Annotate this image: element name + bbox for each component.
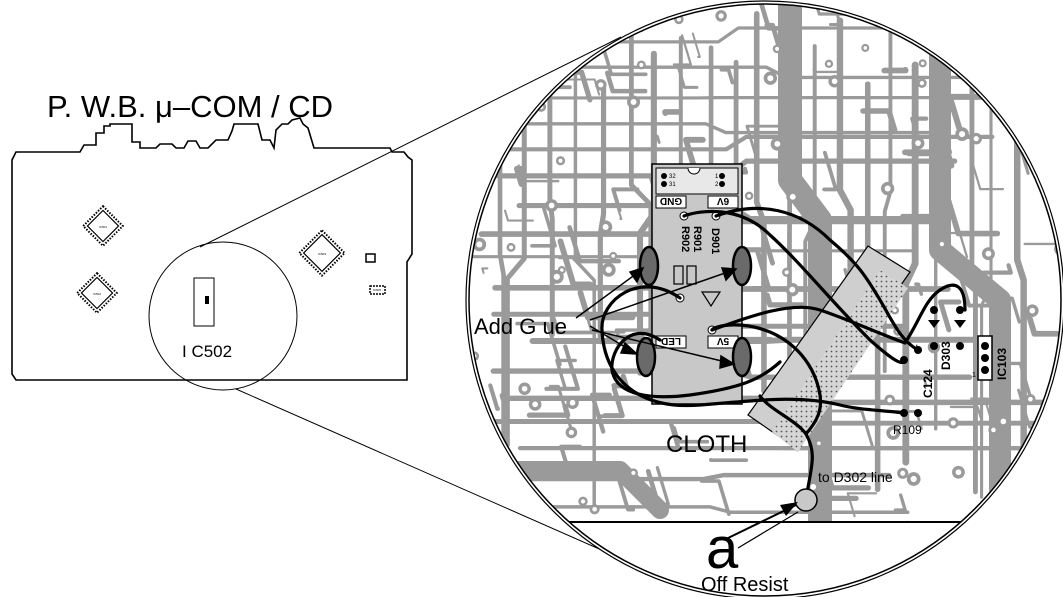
board-outline [11,117,413,381]
chip-ic503-label: IC503 [318,252,326,256]
pad-led: LED [661,335,681,346]
label-off-resist: Off Resist [701,574,789,596]
chip-ic505 [369,285,386,295]
glue-dot [635,336,657,378]
ic-main-label: I C502 [182,342,232,361]
callout-letter: a [706,516,739,581]
wires [600,206,967,502]
sensor-module: 32 31 1 2 GND 6V LED 5V D901 R901 R902 [651,163,743,405]
glue-dot [731,336,753,378]
right-components: D303 C124 + 1 IC103 R109 [893,306,1009,437]
board-view: P. W.B. μ–COM / CD IC501 IC502 IC503 IC5… [11,36,682,586]
glue-dots [635,245,753,378]
label-r902: R902 [679,226,691,252]
cloth-tape [747,245,911,452]
label-d303: D303 [939,341,953,370]
label-cloth: CLOTH [666,431,747,458]
label-add-glue: Add G ue [474,314,567,339]
chip-ic502 [75,271,119,315]
label-r901: R901 [691,226,703,252]
module-pin-32: 32 [669,174,676,180]
chip-ic505-label: IC505 [373,288,381,292]
module-pin-1: 1 [715,174,719,180]
label-d901: D901 [709,228,721,254]
label-to-d302: to D302 line [818,469,893,485]
glue-arrows [575,266,738,370]
pad-5v: 5V [717,335,730,346]
label-r109: R109 [893,423,922,437]
glue-dot [638,245,660,287]
module-pin-2: 2 [715,182,719,188]
pad-6v: 6V [717,195,730,206]
chip-ic502-label: IC502 [93,292,101,296]
chip-ic504 [365,253,376,263]
chip-ic503 [297,228,347,278]
resist-callout [723,488,818,549]
chip-ic501-label: IC501 [99,225,107,229]
pcb-pads [469,10,1061,516]
leader-top [199,36,622,248]
label-plus: + [913,340,921,355]
board-title: P. W.B. μ–COM / CD [47,89,333,124]
module-pin-31: 31 [669,182,676,188]
detail-circle [148,241,298,391]
glue-dot [731,245,753,287]
label-c124: C124 [921,369,935,398]
label-ic103-pin: 1 [972,372,976,379]
ic502-small [193,277,215,327]
magnified-view: 32 31 1 2 GND 6V LED 5V D901 R901 R902 [465,0,1063,597]
label-ic103: IC103 [995,348,1009,380]
pad-gnd: GND [660,195,682,206]
